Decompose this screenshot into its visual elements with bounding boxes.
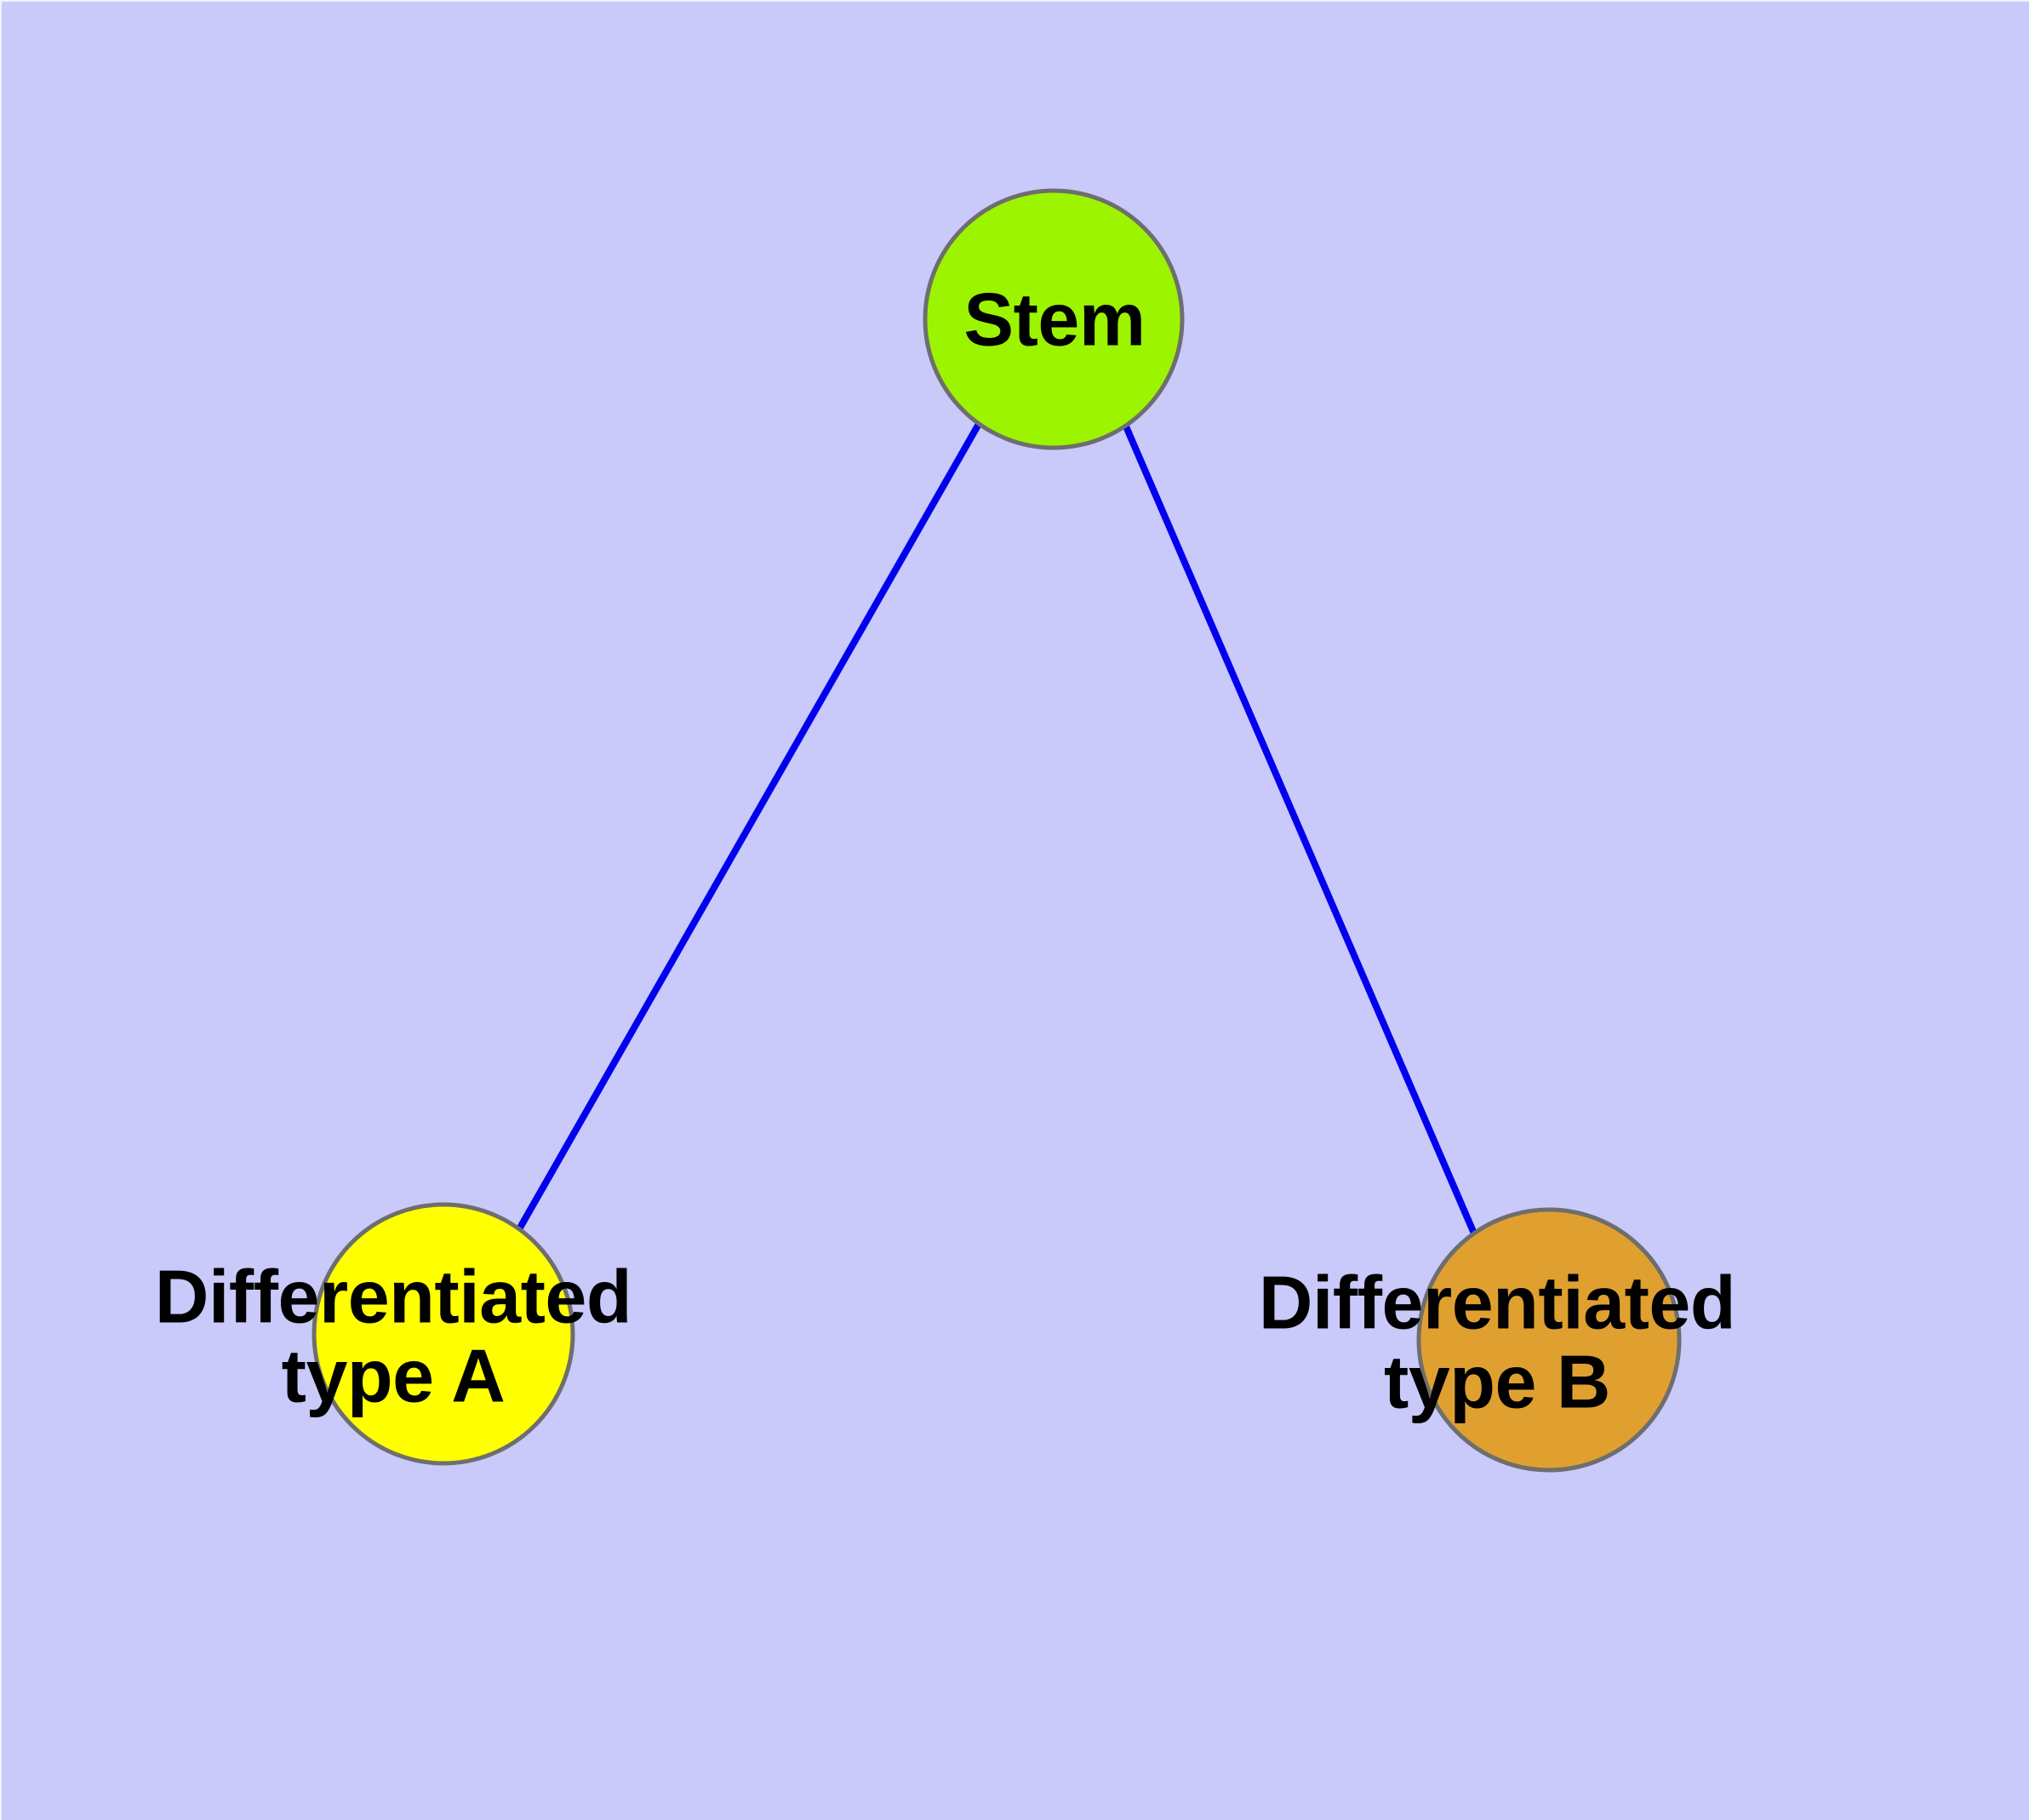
nodes-layer [311,188,1682,1473]
graph-node-diff-b[interactable] [1416,1207,1682,1473]
graph-edge-stem-to-a [516,422,982,1231]
graph-node-diff-a[interactable] [311,1202,575,1466]
graph-edge-stem-to-b [1120,419,1480,1241]
graph-node-stem[interactable] [923,188,1185,450]
edges-layer [516,419,1480,1241]
